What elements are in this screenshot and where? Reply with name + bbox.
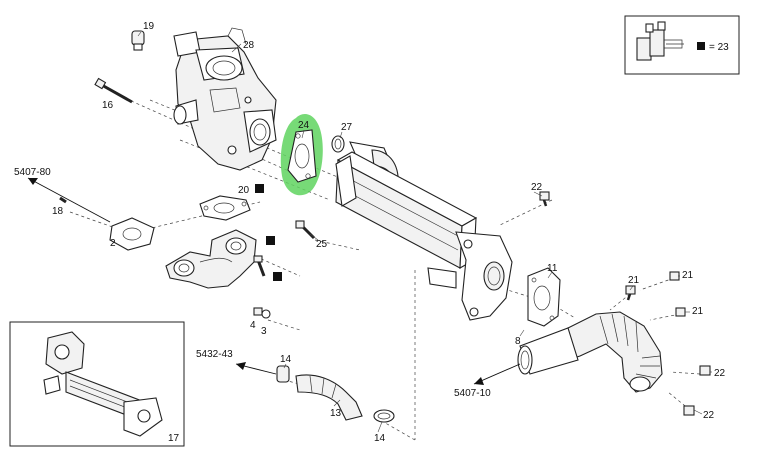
callout-22-top: 22 [531, 182, 543, 193]
bolt-22-mid [699, 365, 711, 376]
arrow-head-icon [474, 377, 484, 385]
callout-25: 25 [316, 239, 328, 250]
washer-3 [261, 309, 271, 319]
callout-28: 28 [243, 40, 255, 51]
marker-square-elbow [266, 236, 275, 245]
gasket-24-highlighted [280, 114, 323, 196]
arrow-head-icon [236, 362, 246, 370]
nut-4 [253, 307, 263, 316]
reference-5432-43: 5432-43 [196, 349, 277, 375]
callout-19: 19 [143, 21, 155, 32]
reference-5407-80: 5407-80 [14, 167, 111, 223]
callout-leaders [137, 31, 712, 433]
callout-18: 18 [52, 206, 64, 217]
bolt-21-b [669, 271, 680, 281]
bolt-21-c [675, 307, 686, 317]
callout-14-lower: 14 [374, 433, 386, 444]
clamp-14-lower [373, 409, 395, 423]
callout-13: 13 [330, 408, 342, 419]
callout-21-b: 21 [682, 270, 694, 281]
callout-22-bottom: 22 [703, 410, 715, 421]
callout-14-upper: 14 [280, 354, 292, 365]
callout-11: 11 [547, 263, 558, 274]
callout-27: 27 [341, 122, 353, 133]
legend-connector-icon [636, 21, 684, 61]
gasket-11 [527, 267, 561, 327]
bolt-elbow [253, 255, 266, 277]
callout-17: 17 [168, 433, 180, 444]
inset-assembly-drawing [43, 331, 163, 437]
clamp-14-upper [276, 365, 290, 383]
stud-18 [59, 196, 67, 204]
reference-5407-10: 5407-10 [454, 363, 521, 399]
bolt-19 [131, 30, 145, 51]
legend-box: = 23 [624, 15, 740, 75]
gasket-20 [199, 195, 251, 221]
bolt-22-top [539, 191, 550, 207]
callout-21-a: 21 [628, 275, 640, 286]
callout-22-mid: 22 [714, 368, 726, 379]
bolt-21-a [625, 285, 636, 301]
bolt-22-bottom [683, 405, 695, 416]
reference-label-5432-43: 5432-43 [196, 349, 233, 360]
flexible-pipe [517, 311, 663, 393]
reference-label-5407-80: 5407-80 [14, 167, 51, 178]
gasket-2 [109, 217, 155, 251]
egr-cooler [335, 141, 513, 321]
egr-valve-body-28 [173, 27, 277, 171]
egr-elbow-pipe [165, 229, 257, 289]
legend-equals-label: = 23 [709, 42, 729, 53]
callout-3: 3 [261, 326, 267, 337]
callout-2: 2 [110, 238, 116, 249]
legend-marker-square [697, 42, 705, 50]
long-bolt-16 [94, 77, 133, 104]
reference-label-5407-10: 5407-10 [454, 388, 491, 399]
callout-4: 4 [250, 320, 256, 331]
callout-21-c: 21 [692, 306, 704, 317]
inset-assembly-view: 17 [9, 321, 185, 447]
marker-square-20 [255, 184, 264, 193]
arrow-head-icon [28, 178, 38, 185]
callout-20: 20 [238, 185, 250, 196]
callout-24: 24 [298, 120, 310, 131]
bolt-25 [295, 220, 316, 240]
callout-8: 8 [515, 336, 521, 347]
marker-square-bolt [273, 272, 282, 281]
hose-13 [295, 374, 363, 421]
o-ring-27 [331, 135, 345, 153]
callout-16: 16 [102, 100, 114, 111]
